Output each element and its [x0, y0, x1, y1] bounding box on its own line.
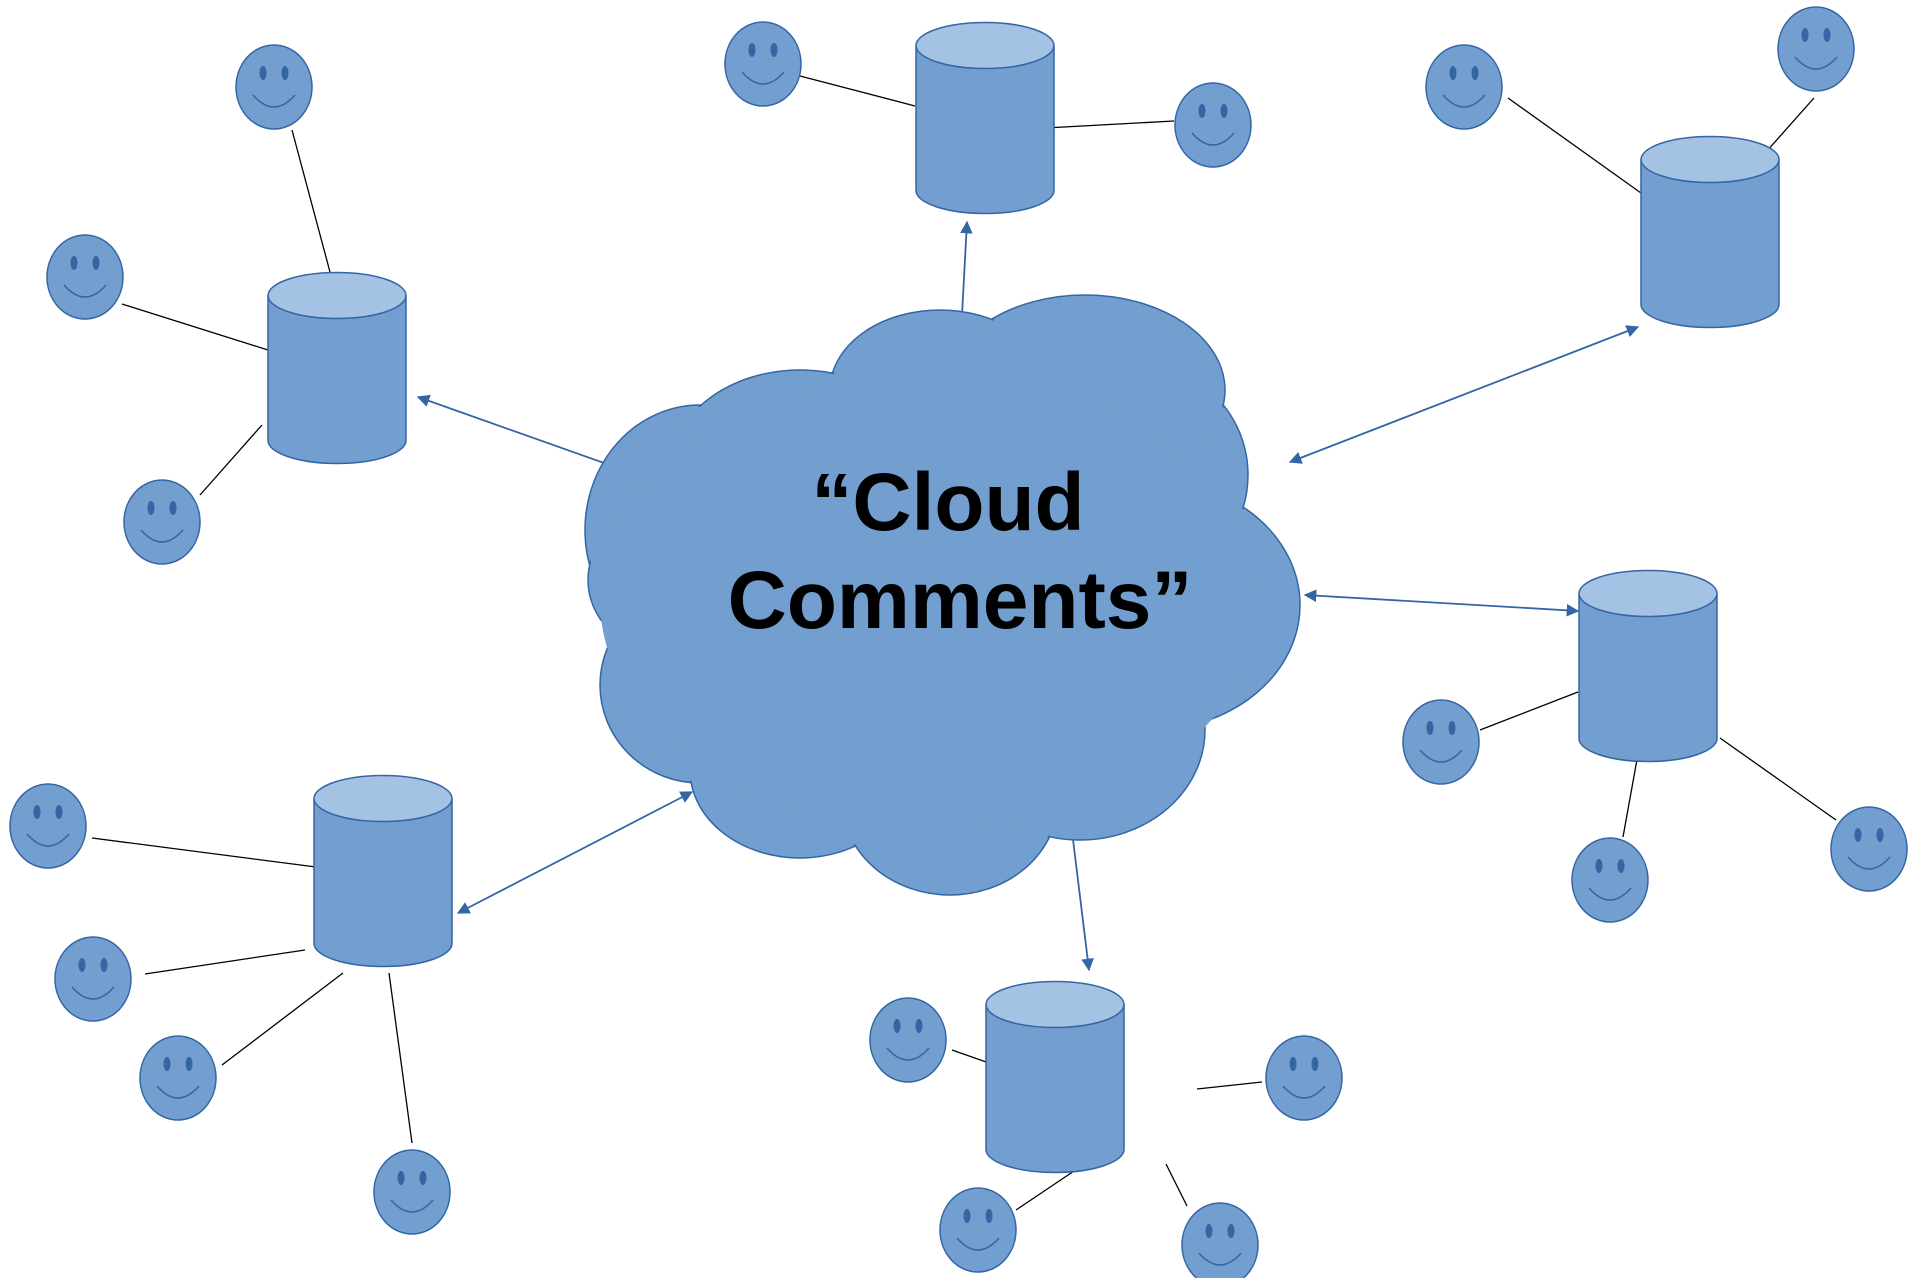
connector-top-right-2 [1765, 97, 1815, 153]
smiley-face-icon [939, 1187, 1017, 1273]
user-top-center-2 [1174, 82, 1252, 168]
user-bottom-left-1 [9, 783, 87, 869]
users [9, 6, 1908, 1278]
connector-top-left-3 [199, 424, 263, 496]
connector-bottom-center-4 [1165, 1163, 1188, 1207]
database-bottom-center [985, 980, 1125, 1174]
database-cylinder-icon [1640, 135, 1780, 329]
user-connectors [91, 75, 1837, 1211]
smiley-face-icon [54, 936, 132, 1022]
user-bottom-left-3 [139, 1035, 217, 1121]
smiley-face-icon [724, 21, 802, 107]
smiley-face-icon [1174, 82, 1252, 168]
connector-right-1 [1479, 691, 1579, 731]
user-top-right-1 [1425, 44, 1503, 130]
user-bottom-center-3 [939, 1187, 1017, 1273]
sync-arrow-top-right [1288, 325, 1640, 464]
smiley-face-icon [123, 479, 201, 565]
user-bottom-center-2 [1265, 1035, 1343, 1121]
database-right [1578, 569, 1718, 763]
smiley-face-icon [46, 234, 124, 320]
smiley-face-icon [235, 44, 313, 130]
user-right-3 [1830, 806, 1908, 892]
connector-bottom-left-4 [388, 972, 413, 1144]
database-top-right [1640, 135, 1780, 329]
sync-arrow-bottom-center [1065, 813, 1094, 972]
smiley-face-icon [373, 1149, 451, 1235]
cloud-title-line-2: Comments” [728, 555, 1193, 646]
user-bottom-center-4 [1181, 1202, 1259, 1278]
smiley-face-icon [139, 1035, 217, 1121]
connector-right-2 [1622, 753, 1639, 838]
user-bottom-left-4 [373, 1149, 451, 1235]
sync-arrows [416, 220, 1640, 972]
connector-bottom-center-2 [1196, 1081, 1263, 1090]
cloud-comments-hub: “Cloud Comments” [584, 294, 1301, 896]
user-top-center-1 [724, 21, 802, 107]
smiley-face-icon [1571, 837, 1649, 923]
user-top-right-2 [1777, 6, 1855, 92]
cloud-title-line-1: “Cloud [811, 457, 1084, 548]
databases [267, 21, 1780, 1174]
user-top-left-2 [46, 234, 124, 320]
connector-bottom-left-1 [91, 837, 317, 868]
smiley-face-icon [1181, 1202, 1259, 1278]
database-top-center [915, 21, 1055, 215]
connector-top-right-1 [1507, 97, 1642, 194]
database-cylinder-icon [1578, 569, 1718, 763]
sync-arrow-bottom-left [456, 791, 694, 914]
user-right-1 [1402, 699, 1480, 785]
user-bottom-left-2 [54, 936, 132, 1022]
cloud-shape [584, 294, 1301, 896]
smiley-face-icon [9, 783, 87, 869]
database-cylinder-icon [313, 774, 453, 968]
smiley-face-icon [869, 997, 947, 1083]
smiley-face-icon [1830, 806, 1908, 892]
database-cylinder-icon [985, 980, 1125, 1174]
database-cylinder-icon [267, 271, 407, 465]
connector-bottom-left-3 [221, 972, 344, 1066]
connector-top-center-1 [799, 75, 916, 107]
user-right-2 [1571, 837, 1649, 923]
connector-top-left-1 [291, 129, 331, 273]
database-bottom-left [313, 774, 453, 968]
connector-top-center-2 [1044, 120, 1175, 129]
user-top-left-3 [123, 479, 201, 565]
sync-arrow-right [1303, 589, 1580, 617]
smiley-face-icon [1777, 6, 1855, 92]
smiley-face-icon [1402, 699, 1480, 785]
smiley-face-icon [1265, 1035, 1343, 1121]
connector-top-left-2 [121, 303, 269, 351]
user-top-left-1 [235, 44, 313, 130]
user-bottom-center-1 [869, 997, 947, 1083]
connector-bottom-left-2 [144, 949, 306, 975]
database-cylinder-icon [915, 21, 1055, 215]
connector-right-3 [1719, 737, 1837, 821]
smiley-face-icon [1425, 44, 1503, 130]
database-top-left [267, 271, 407, 465]
